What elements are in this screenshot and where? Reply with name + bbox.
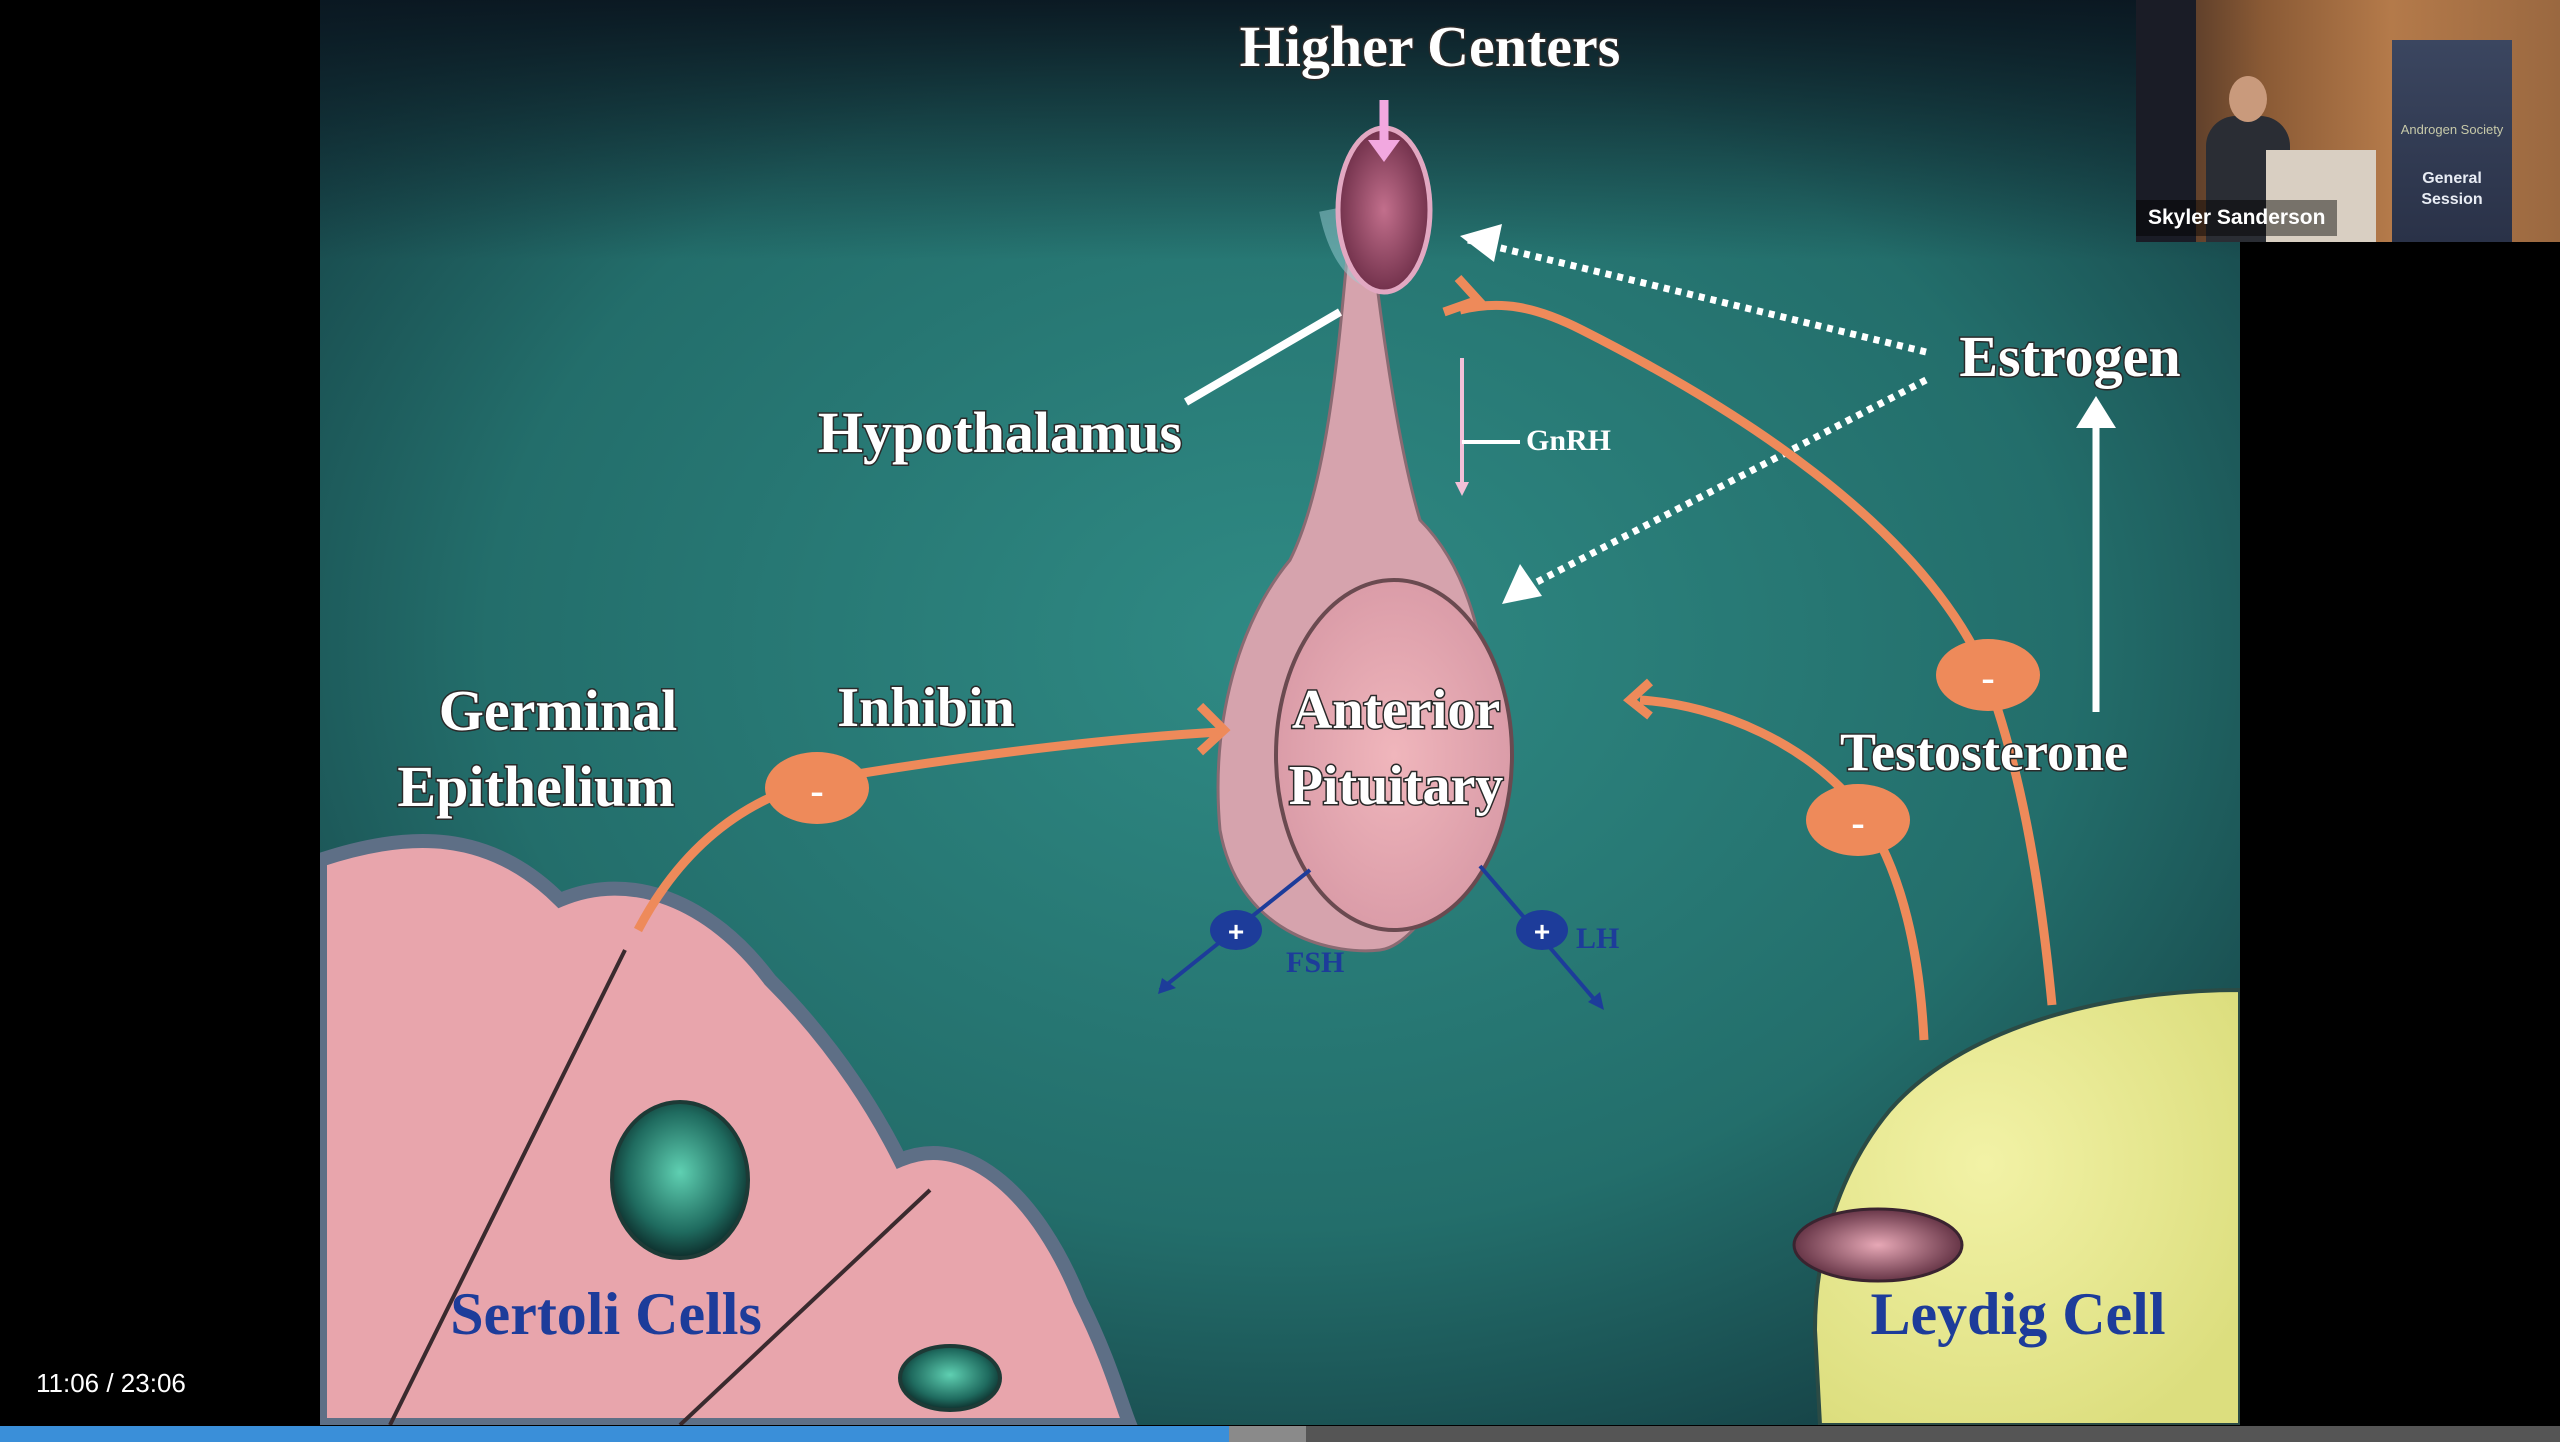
pituitary-illustration xyxy=(1216,208,1514,953)
label-testosterone: Testosterone xyxy=(1840,722,2128,782)
banner-text: General Session xyxy=(2421,170,2483,208)
minus-badge-testosterone-pituitary: - xyxy=(1806,784,1910,856)
label-higher-centers: Higher Centers xyxy=(1240,14,1621,79)
minus-badge-testosterone-hypothalamus: - xyxy=(1936,639,2040,711)
label-anterior: Anterior xyxy=(1292,679,1500,741)
speaker-name-tag: Skyler Sanderson xyxy=(2136,200,2338,236)
label-leydig-cell: Leydig Cell xyxy=(1871,1281,2166,1347)
svg-text:-: - xyxy=(810,768,823,813)
sertoli-cells-illustration xyxy=(320,833,1138,1425)
time-display: 11:06 / 23:06 xyxy=(36,1368,186,1398)
svg-text:+: + xyxy=(1534,916,1550,947)
stage-curtain xyxy=(2136,0,2196,242)
speaker-video-thumbnail[interactable]: Androgen Society General Session Skyler … xyxy=(2136,0,2560,242)
label-germinal: Germinal xyxy=(439,678,677,743)
video-frame-slide: - - - + + xyxy=(320,0,2240,1425)
leydig-cell-illustration xyxy=(1792,987,2240,1425)
label-fsh: FSH xyxy=(1286,946,1344,979)
label-lh: LH xyxy=(1576,922,1619,955)
plus-badge-lh: + xyxy=(1516,910,1568,950)
minus-badge-inhibin: - xyxy=(765,752,869,824)
svg-text:-: - xyxy=(1851,800,1864,845)
svg-text:+: + xyxy=(1228,916,1244,947)
label-sertoli-cells: Sertoli Cells xyxy=(450,1281,762,1347)
endocrine-diagram: - - - + + xyxy=(320,0,2240,1425)
podium xyxy=(2266,150,2376,242)
svg-text:-: - xyxy=(1981,655,1994,700)
label-pituitary: Pituitary xyxy=(1289,755,1504,817)
session-banner xyxy=(2392,40,2512,242)
banner-logo: Androgen Society xyxy=(2400,122,2504,137)
progress-bar[interactable] xyxy=(0,1426,2560,1442)
label-hypothalamus: Hypothalamus xyxy=(818,400,1182,465)
speaker-head xyxy=(2229,76,2267,122)
progress-played xyxy=(0,1426,1229,1442)
label-estrogen: Estrogen xyxy=(1959,324,2180,389)
label-epithelium: Epithelium xyxy=(397,754,674,819)
label-gnrh: GnRH xyxy=(1526,424,1611,457)
plus-badge-fsh: + xyxy=(1210,910,1262,950)
label-inhibin: Inhibin xyxy=(837,677,1015,739)
